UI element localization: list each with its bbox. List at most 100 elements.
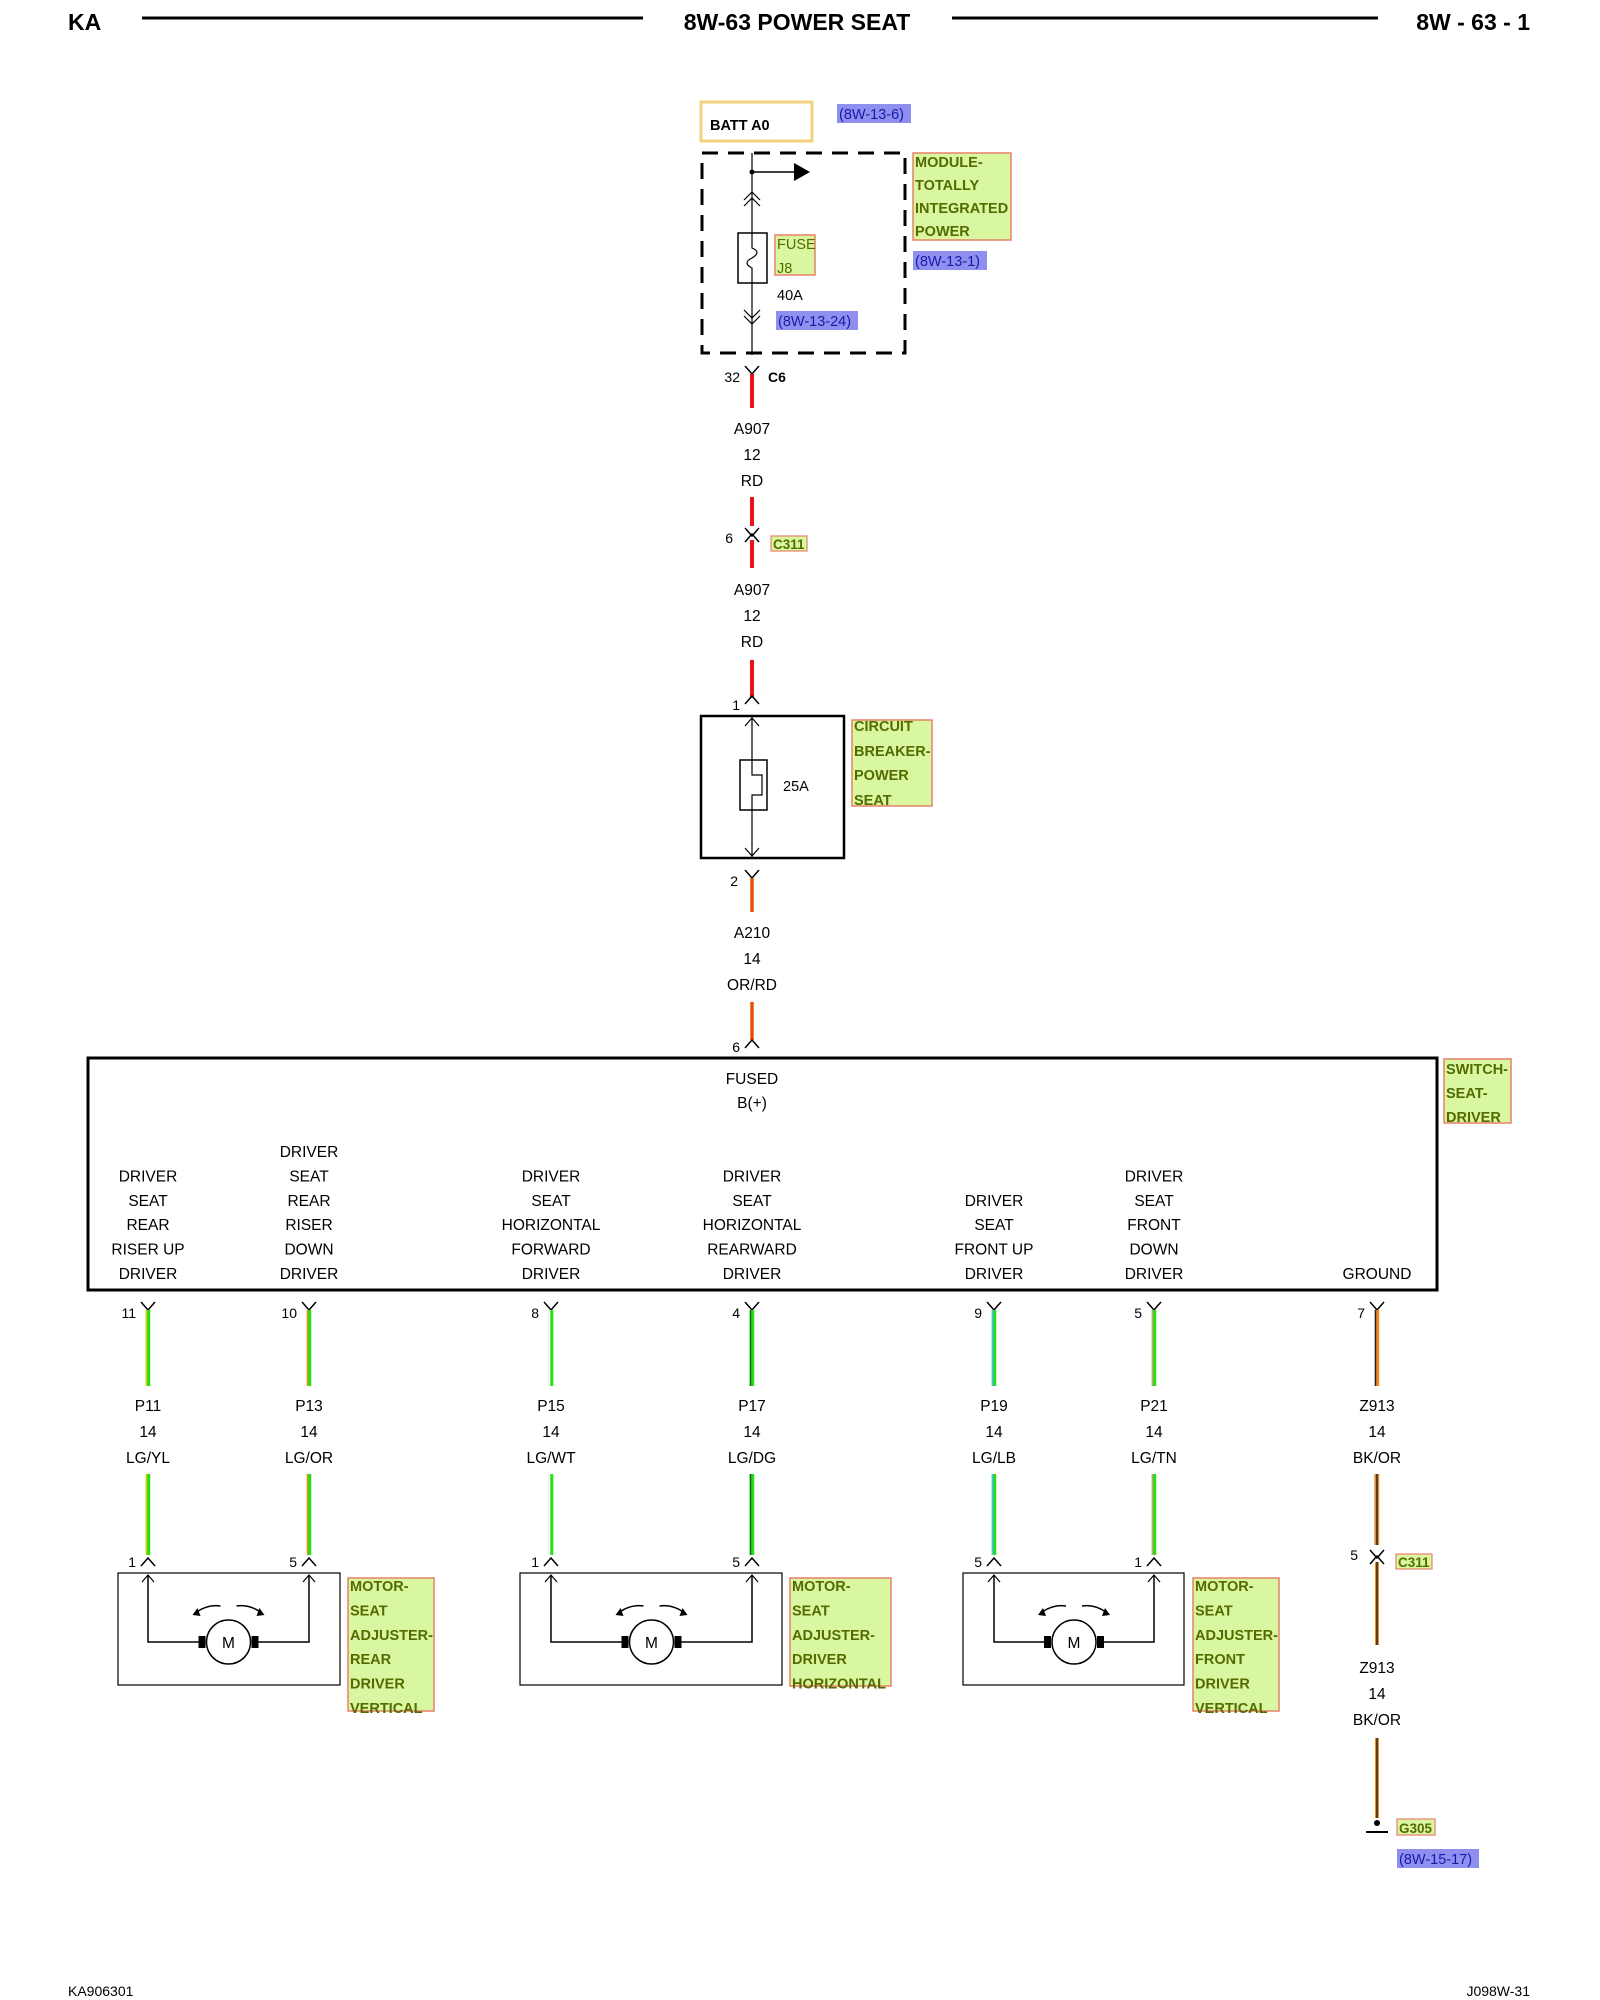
wire-circuit: P15 <box>537 1398 565 1415</box>
c311-bottom-pin-symbol-b <box>1369 1554 1385 1565</box>
switch-fused-pin-number: 6 <box>732 1039 740 1055</box>
wire-a907-1-color: RD <box>741 473 763 490</box>
wire-gauge: 14 <box>743 1424 761 1441</box>
switch-output-label-line: SEAT <box>974 1217 1014 1234</box>
breaker-pin-out-symbol <box>744 869 760 880</box>
tipm-name-line-1: MODULE- <box>915 155 983 171</box>
motor-rotation-head-ccw <box>615 1608 624 1616</box>
switch-output-label-line: DRIVER <box>280 1144 339 1161</box>
tipm-name-line-4: POWER <box>915 224 970 240</box>
motor-wire-left <box>993 1575 1046 1643</box>
motor-pin-left-symbol <box>543 1556 559 1567</box>
motor-arrow-right <box>1147 1574 1161 1583</box>
motor-symbol-circle <box>205 1619 252 1665</box>
tipm-ref-bg <box>913 251 987 270</box>
switch-output-pin-number: 8 <box>531 1305 539 1321</box>
motor-rotation-head-cw <box>256 1608 265 1616</box>
switch-name-bg <box>1443 1058 1512 1124</box>
wire-a210-circuit: A210 <box>734 925 771 942</box>
switch-output-p15: DRIVERSEATHORIZONTALFORWARDDRIVER8P1514L… <box>502 1168 601 1555</box>
motor-wire-left <box>147 1575 201 1643</box>
c6-connector-name: C6 <box>768 369 786 385</box>
motor-wire-right <box>679 1575 753 1643</box>
breaker-name-line-1: CIRCUIT <box>854 719 913 735</box>
wire-circuit: P17 <box>738 1398 766 1415</box>
tipm-ref: (8W-13-1) <box>915 254 980 270</box>
motor-brush-right <box>1097 1636 1104 1648</box>
ground-name: G305 <box>1399 1821 1433 1836</box>
motor-arrow-left <box>544 1574 558 1583</box>
switch-output-pin-symbol <box>744 1301 760 1312</box>
batt-label: BATT A0 <box>710 118 770 134</box>
breaker-pin-in-symbol <box>744 694 760 705</box>
motor-name-line: REAR <box>350 1652 392 1668</box>
motor-arrow-right <box>302 1574 316 1583</box>
c311-bottom-name: C311 <box>1398 1555 1430 1570</box>
motor-name-line: ADJUSTER- <box>1195 1628 1278 1644</box>
motor-name-line: DRIVER <box>350 1677 405 1693</box>
wire-color: LG/TN <box>1131 1450 1177 1467</box>
motor-symbol-circle <box>1051 1619 1097 1665</box>
c6-pin-symbol <box>744 365 760 376</box>
motor-rotation-head-ccw <box>192 1608 201 1616</box>
motor-pin-left-number: 1 <box>128 1554 136 1570</box>
switch-output-label-line: DRIVER <box>1125 1266 1184 1283</box>
motor-name-line: FRONT <box>1195 1652 1245 1668</box>
motor-name-line: DRIVER <box>1195 1677 1250 1693</box>
wire-a907-1-gauge: 12 <box>743 447 760 464</box>
switch-output-pin-number: 4 <box>732 1305 740 1321</box>
switch-output-label-line: DOWN <box>284 1242 333 1259</box>
switch-output-label-line: FORWARD <box>511 1242 590 1259</box>
wire-z913-2-color: BK/OR <box>1353 1712 1401 1729</box>
footer-right: J098W-31 <box>1466 1983 1530 1999</box>
switch-output-label-line: DRIVER <box>965 1193 1024 1210</box>
wire-a907-2-circuit: A907 <box>734 582 770 599</box>
motor-rotation-arrow-cw <box>236 1604 261 1613</box>
switch-output-label-line: SEAT <box>531 1193 571 1210</box>
tipm-name-line-3: INTEGRATED <box>915 201 1008 217</box>
wire-circuit: P11 <box>135 1398 161 1415</box>
motor-symbol-letter: M <box>645 1635 658 1652</box>
fuse-name-line-1: FUSE <box>777 237 816 253</box>
c311-top-name-bg <box>770 535 808 552</box>
switch-output-label-line: SEAT <box>289 1168 329 1185</box>
switch-fused-label-line-1: FUSED <box>726 1071 779 1088</box>
switch-output-label-line: REAR <box>126 1217 169 1234</box>
wire-z913-2-circuit: Z913 <box>1359 1660 1394 1677</box>
breaker-box <box>699 714 846 860</box>
motor-rotation-head-cw <box>1102 1608 1110 1616</box>
switch-box <box>86 1056 1439 1292</box>
ground-ref-bg <box>1397 1849 1479 1868</box>
motor-pin-right-number: 5 <box>732 1554 740 1570</box>
wire-color: BK/OR <box>1353 1450 1401 1467</box>
breaker-pin-in-number: 1 <box>732 697 740 713</box>
wire-color: LG/DG <box>728 1450 776 1467</box>
switch-output-label-line: DRIVER <box>522 1266 581 1283</box>
switch-output-label-line: HORIZONTAL <box>502 1217 601 1234</box>
wire-color: LG/OR <box>285 1450 333 1467</box>
header-page-number: 8W - 63 - 1 <box>1416 9 1530 35</box>
switch-output-label-line: SEAT <box>128 1193 168 1210</box>
motor-rotation-arrow-cw <box>1081 1604 1107 1613</box>
fuse-rating: 40A <box>777 288 803 304</box>
switch-name-line-3: DRIVER <box>1446 1110 1501 1126</box>
motor-name-line: SEAT <box>350 1603 388 1619</box>
wire-circuit: P21 <box>1140 1398 1168 1415</box>
switch-output-label-line: SEAT <box>732 1193 772 1210</box>
tipm-name-line-2: TOTALLY <box>915 178 980 194</box>
wire-a907-2-gauge: 12 <box>743 608 760 625</box>
breaker-pin-out-number: 2 <box>730 873 738 889</box>
fuse-name-line-2: J8 <box>777 261 792 277</box>
motor-name-line: ADJUSTER- <box>350 1628 433 1644</box>
fuse-j8-symbol <box>737 232 768 284</box>
motor-pin-right-number: 5 <box>289 1554 297 1570</box>
switch-output-pin-symbol <box>986 1301 1002 1312</box>
wire-z913-2-gauge: 14 <box>1368 1686 1386 1703</box>
breaker-internal <box>739 716 768 858</box>
switch-output-label-line: SEAT <box>1134 1193 1174 1210</box>
switch-fused-pin-symbol <box>744 1038 760 1049</box>
tipm-name-bg <box>912 152 1012 241</box>
switch-output-pin-symbol <box>301 1301 317 1312</box>
motor-name-line: MOTOR- <box>792 1579 851 1595</box>
